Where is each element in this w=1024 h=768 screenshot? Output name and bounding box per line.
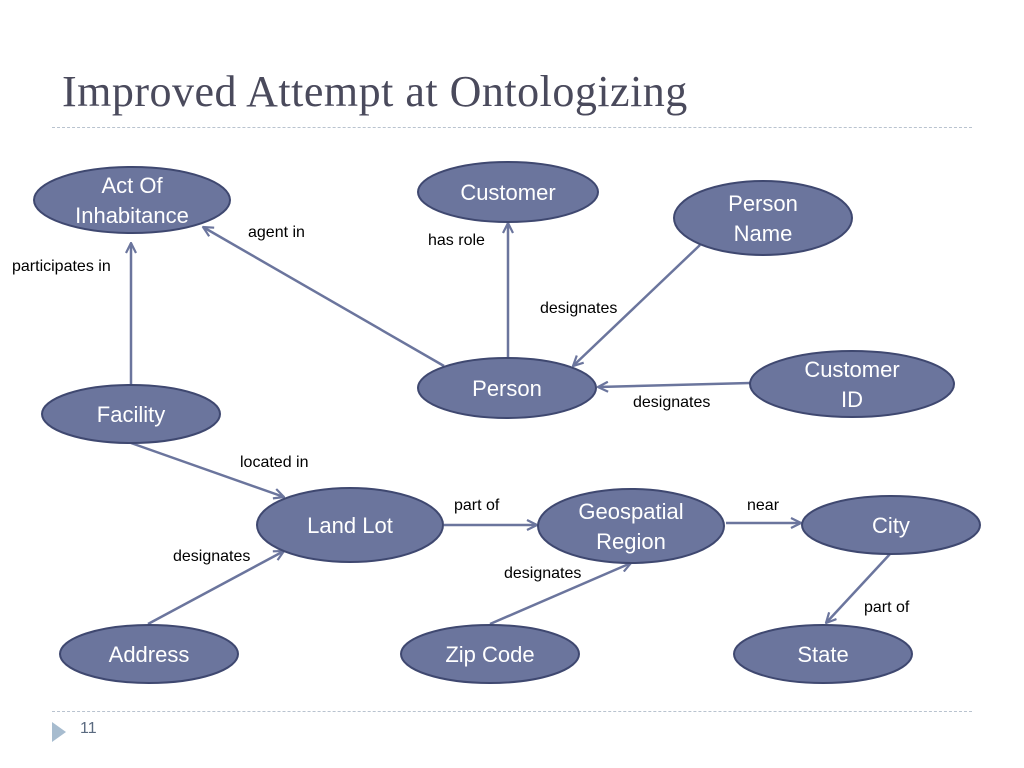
node-act-of-inhabitance: Act Of Inhabitance [33,166,231,234]
edge-label-participates-in: participates in [12,258,111,275]
node-person-name-line-1: Person [728,191,798,216]
edge-label-has-role: has role [428,232,485,249]
edge-label-city-part-of: part of [864,599,910,616]
node-address: Address [59,624,239,684]
node-geospatial-region: Geospatial Region [537,488,725,564]
node-person-label: Person [472,376,542,401]
node-zip-code-label: Zip Code [445,642,534,667]
edge-label-near: near [747,497,780,514]
node-customer-id-line-1: Customer [804,357,899,382]
node-geospatial-region-line-1: Geospatial [578,499,683,524]
node-act-of-inhabitance-line-1: Act Of [101,173,163,198]
edge-facility-located-in [130,441,284,497]
node-customer-id-line-2: ID [841,387,863,412]
edge-label-customer-id-designates: designates [633,394,710,411]
slide-number: 11 [80,720,97,737]
node-state-label: State [797,642,848,667]
node-act-of-inhabitance-line-2: Inhabitance [75,203,189,228]
footer-divider [52,711,972,712]
edge-label-zip-code-designates: designates [504,565,581,582]
node-state: State [733,624,913,684]
edge-customer-id-designates [598,383,751,387]
title-divider [52,127,972,128]
edge-label-person-name-designates: designates [540,300,617,317]
node-facility: Facility [41,384,221,444]
edge-person-agent-in [203,227,445,368]
edge-person-name-designates [573,244,701,366]
slide-marker-icon [52,722,66,742]
node-geospatial-region-line-2: Region [596,529,666,554]
edge-label-agent-in: agent in [248,224,305,241]
node-facility-label: Facility [97,402,165,427]
node-land-lot: Land Lot [256,487,444,563]
node-customer-id: Customer ID [749,350,955,418]
node-customer-label: Customer [460,180,555,205]
edge-label-located-in: located in [240,454,309,471]
slide-title: Improved Attempt at Ontologizing [62,67,688,116]
node-city: City [801,495,981,555]
node-address-label: Address [109,642,190,667]
node-customer: Customer [417,161,599,223]
node-person: Person [417,357,597,419]
edge-label-address-designates: designates [173,548,250,565]
edge-city-part-of [826,553,891,623]
node-person-name-line-2: Name [734,221,793,246]
node-land-lot-label: Land Lot [307,513,393,538]
edge-address-designates [147,551,284,626]
edge-label-land-lot-part-of: part of [454,497,500,514]
node-city-label: City [872,513,910,538]
node-person-name: Person Name [673,180,853,256]
edge-zip-code-designates [489,563,631,626]
node-zip-code: Zip Code [400,624,580,684]
